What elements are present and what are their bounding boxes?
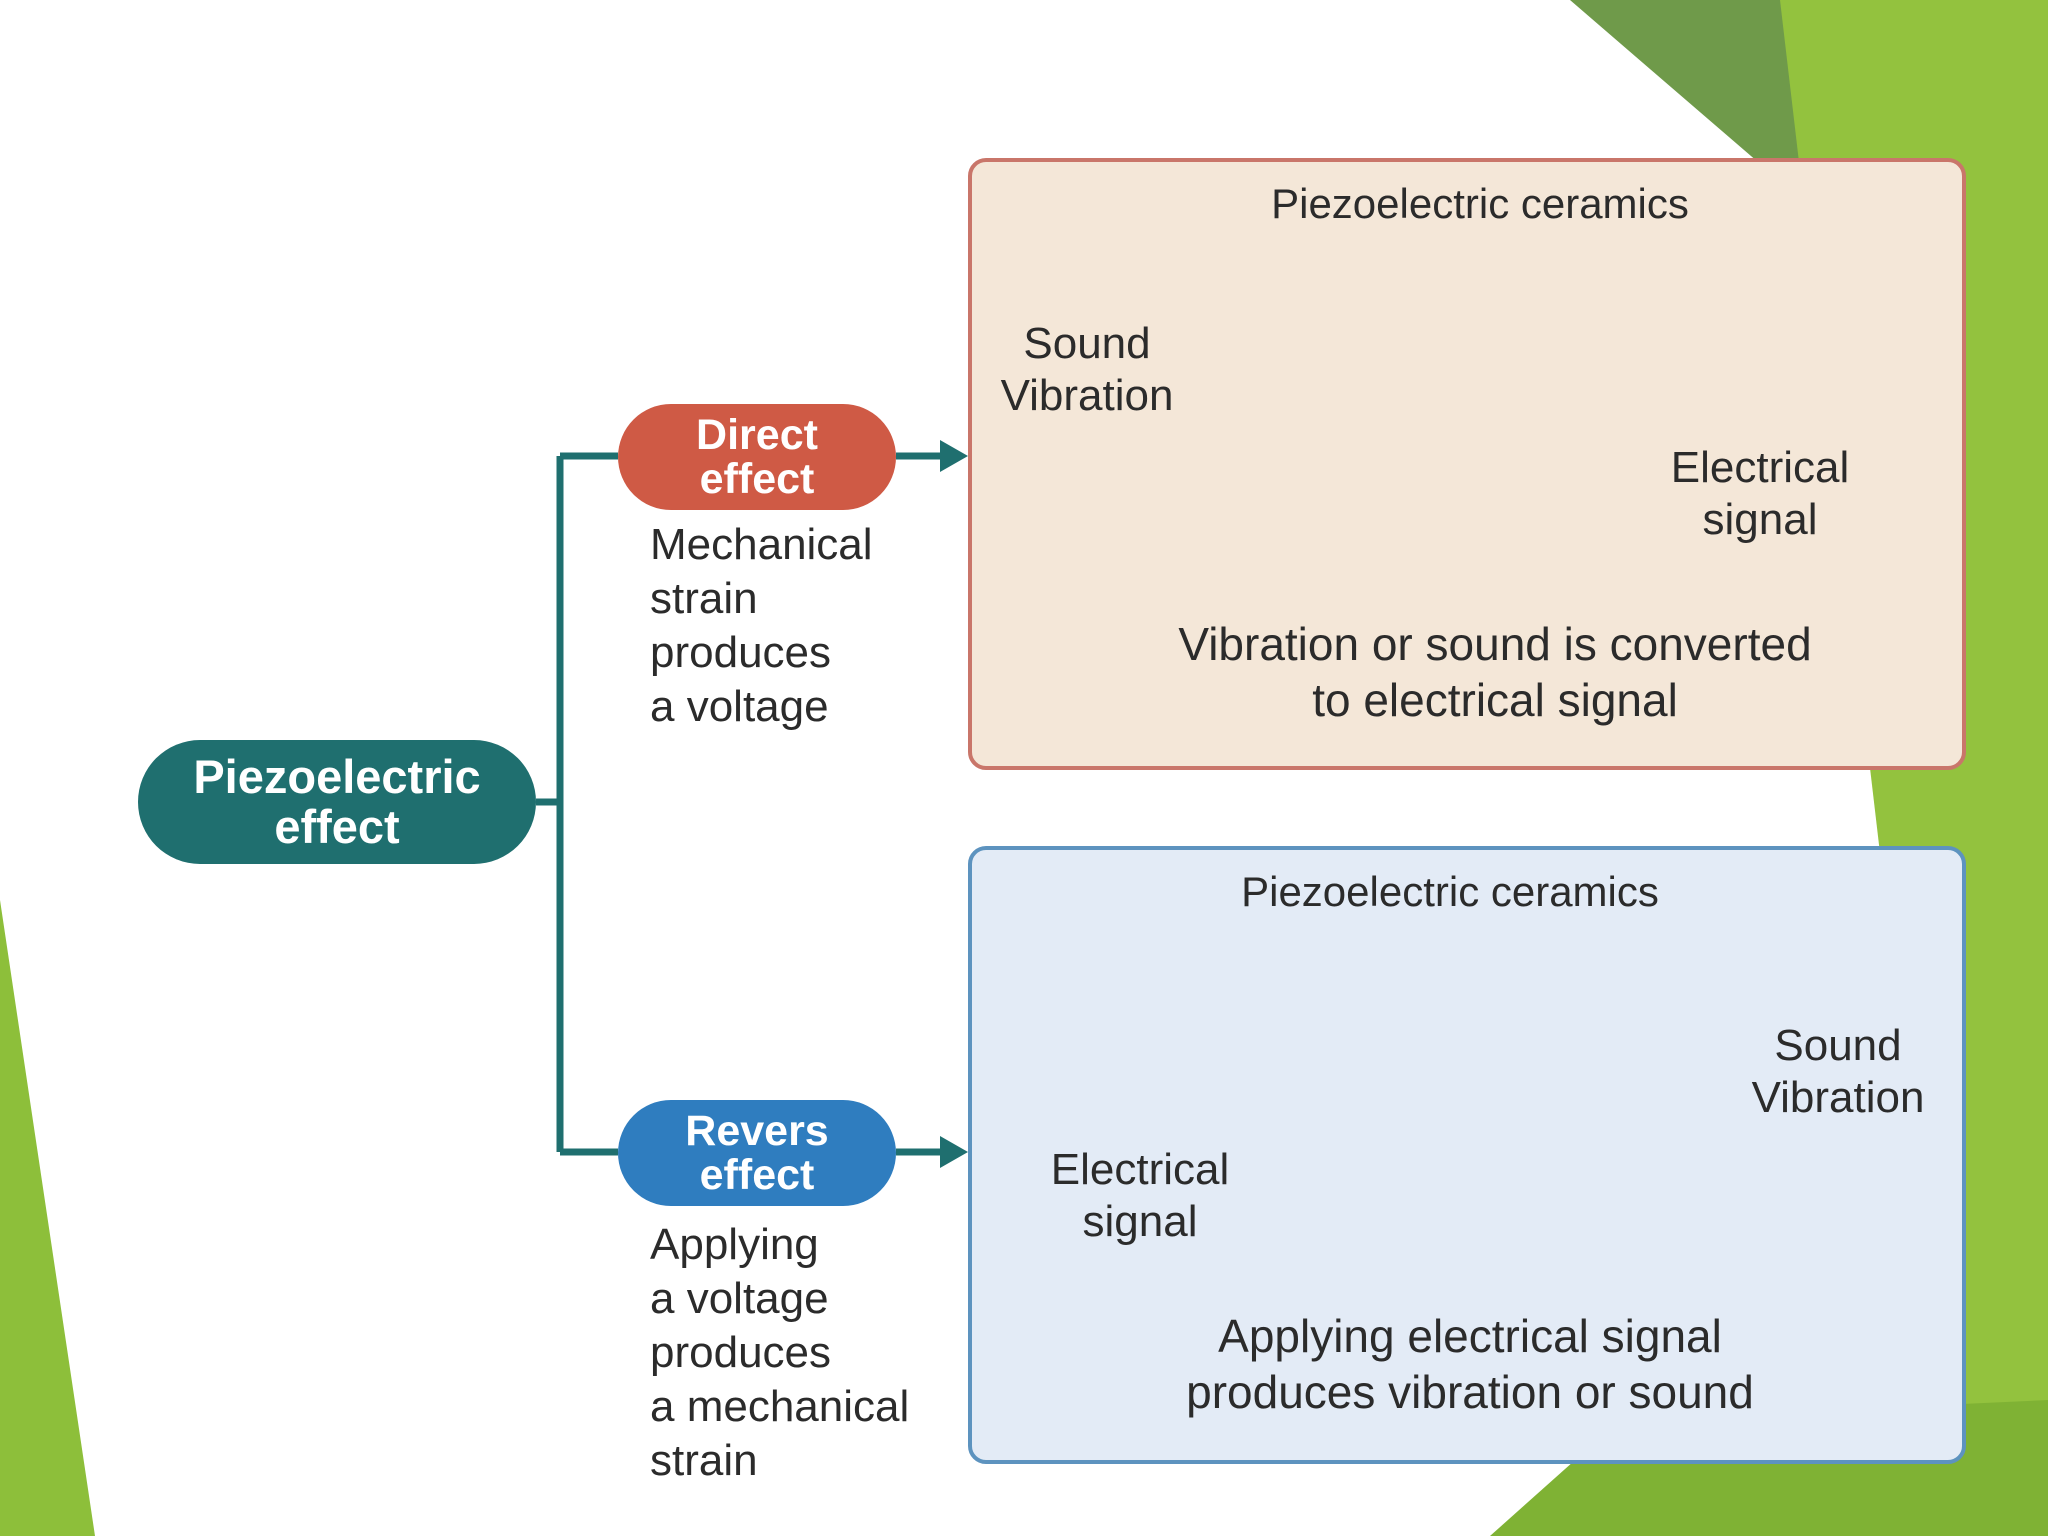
label-line: Sound bbox=[1023, 319, 1151, 368]
green-accent-left bbox=[0, 900, 95, 1536]
direct-label-line2: effect bbox=[699, 455, 815, 503]
label-line: Electrical bbox=[1670, 443, 1850, 492]
panel-caption: Applying electrical signal produces vibr… bbox=[1060, 1308, 1880, 1420]
caption-line: Applying electrical signal bbox=[1218, 1310, 1722, 1362]
electrical-signal-label: Electrical signal bbox=[1020, 1144, 1260, 1248]
electrical-signal-label: Electrical signal bbox=[1650, 442, 1870, 546]
caption-line: produces vibration or sound bbox=[1186, 1366, 1754, 1418]
caption-line: to electrical signal bbox=[1312, 674, 1678, 726]
reverse-desc-line: a mechanical bbox=[650, 1382, 910, 1431]
label-line: signal bbox=[1702, 495, 1818, 544]
label-line: Electrical bbox=[1050, 1145, 1230, 1194]
reverse-desc-line: Applying bbox=[650, 1220, 819, 1269]
direct-desc-line: produces bbox=[650, 628, 832, 677]
sound-vibration-label: Sound Vibration bbox=[1728, 1020, 1948, 1124]
reverse-desc-line: a voltage bbox=[650, 1274, 829, 1323]
arrow-right-icon bbox=[940, 1136, 968, 1168]
reverse-effect-description: Applying a voltage produces a mechanical… bbox=[650, 1218, 909, 1488]
panel-caption: Vibration or sound is converted to elect… bbox=[1070, 616, 1920, 728]
sound-vibration-label: Sound Vibration bbox=[982, 318, 1192, 422]
direct-desc-line: Mechanical bbox=[650, 520, 873, 569]
label-line: Vibration bbox=[1000, 371, 1174, 420]
direct-desc-line: a voltage bbox=[650, 682, 829, 731]
reverse-desc-line: produces bbox=[650, 1328, 832, 1377]
panel-title: Piezoelectric ceramics bbox=[1271, 180, 1689, 227]
panel-title: Piezoelectric ceramics bbox=[1241, 868, 1659, 915]
direct-effect-description: Mechanical strain produces a voltage bbox=[650, 518, 873, 734]
direct-effect-node: Direct effect bbox=[618, 404, 896, 510]
reverse-effect-panel bbox=[968, 846, 1966, 1464]
label-line: Vibration bbox=[1751, 1073, 1925, 1122]
caption-line: Vibration or sound is converted bbox=[1178, 618, 1812, 670]
direct-label-line1: Direct bbox=[696, 411, 818, 459]
root-label-line2: effect bbox=[274, 800, 400, 853]
root-label-line1: Piezoelectric bbox=[193, 750, 481, 803]
label-line: Sound bbox=[1774, 1021, 1902, 1070]
root-node-piezoelectric-effect: Piezoelectric effect bbox=[138, 740, 536, 864]
reverse-desc-line: strain bbox=[650, 1436, 758, 1485]
reverse-label-line1: Revers bbox=[685, 1107, 829, 1155]
reverse-effect-node: Revers effect bbox=[618, 1100, 896, 1206]
arrow-right-icon bbox=[940, 440, 968, 472]
reverse-label-line2: effect bbox=[699, 1151, 815, 1199]
direct-desc-line: strain bbox=[650, 574, 758, 623]
direct-effect-panel bbox=[968, 158, 1966, 770]
label-line: signal bbox=[1082, 1197, 1198, 1246]
